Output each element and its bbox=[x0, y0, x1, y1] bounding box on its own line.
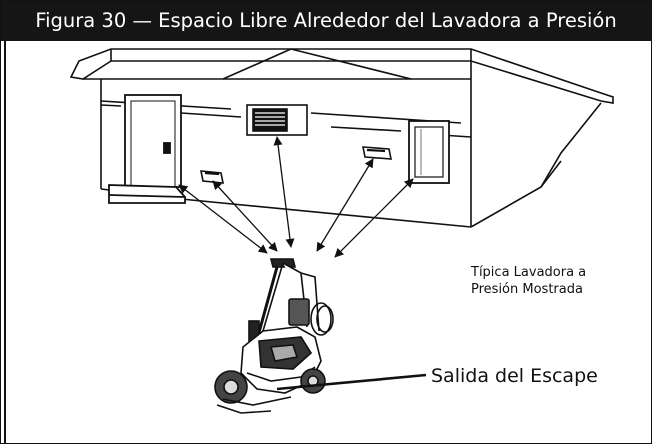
typical-unit-note: Típica Lavadora a Presión Mostrada bbox=[471, 264, 586, 298]
exhaust-leader-line bbox=[276, 373, 427, 391]
house-roof bbox=[69, 48, 614, 104]
note-line-1: Típica Lavadora a bbox=[471, 265, 587, 280]
house-window bbox=[408, 120, 450, 184]
house-wall-vent-left bbox=[200, 170, 224, 184]
pressure-washer-illustration bbox=[214, 258, 334, 414]
house-vent-unit bbox=[246, 104, 308, 136]
clearance-diagram bbox=[69, 48, 614, 414]
figure-title: Figura 30 — Espacio Libre Alrededor del … bbox=[1, 1, 651, 41]
frame-left-rule bbox=[4, 41, 6, 443]
note-line-2: Presión Mostrada bbox=[471, 282, 583, 297]
clearance-arrows bbox=[178, 136, 414, 258]
exhaust-outlet-label: Salida del Escape bbox=[431, 365, 598, 387]
house-door bbox=[108, 94, 186, 204]
house-wall-vent-right bbox=[362, 146, 392, 160]
